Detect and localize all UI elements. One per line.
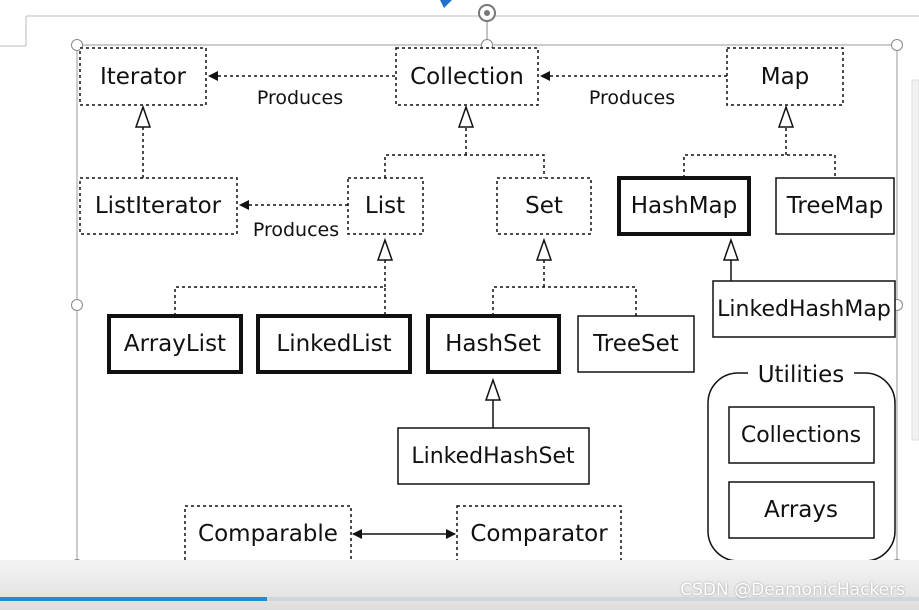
inherit-arrowhead-icon bbox=[376, 237, 394, 261]
node-label: List bbox=[365, 193, 405, 219]
cursor-shard-icon bbox=[440, 0, 452, 8]
node-linked-list: LinkedList bbox=[256, 314, 412, 374]
node-label: Collection bbox=[410, 64, 524, 90]
connectors bbox=[134, 71, 836, 539]
node-label: Set bbox=[525, 193, 563, 219]
resize-handle-top-left[interactable] bbox=[71, 39, 83, 51]
node-label: ArrayList bbox=[124, 331, 226, 357]
edge-list-set-extend-collection bbox=[384, 154, 545, 178]
inherit-arrowhead-icon bbox=[134, 104, 152, 128]
node-label: Map bbox=[761, 64, 810, 90]
node-list: List bbox=[347, 177, 424, 235]
node-map: Map bbox=[726, 47, 844, 106]
node-linked-hash-map: LinkedHashMap bbox=[712, 280, 896, 338]
node-linked-hash-set: LinkedHashSet bbox=[397, 427, 590, 485]
watermark: CSDN @DeamonicHackers bbox=[680, 580, 905, 600]
node-label: Comparator bbox=[470, 521, 608, 547]
inherit-arrowhead-icon bbox=[457, 104, 475, 128]
node-set: Set bbox=[496, 177, 592, 235]
node-label: Iterator bbox=[100, 64, 187, 90]
resize-handle-left[interactable] bbox=[71, 299, 83, 311]
node-label: Arrays bbox=[764, 497, 838, 523]
node-comparable: Comparable bbox=[184, 505, 352, 563]
node-tree-set: TreeSet bbox=[577, 315, 695, 373]
resize-handle-top-right[interactable] bbox=[891, 39, 903, 51]
node-label: LinkedList bbox=[276, 331, 391, 357]
node-iterator: Iterator bbox=[79, 47, 207, 106]
node-label: LinkedHashSet bbox=[411, 444, 575, 469]
node-arrays: Arrays bbox=[728, 481, 875, 539]
node-label: HashSet bbox=[445, 331, 541, 357]
inherit-arrowhead-icon bbox=[484, 377, 502, 401]
node-label: ListIterator bbox=[95, 193, 222, 219]
node-tree-map: TreeMap bbox=[775, 177, 895, 235]
progress-bar[interactable] bbox=[0, 597, 919, 601]
node-label: LinkedHashMap bbox=[717, 297, 891, 322]
utilities-title: Utilities bbox=[758, 362, 845, 388]
video-bottom-band bbox=[0, 560, 919, 610]
node-comparator: Comparator bbox=[456, 505, 622, 563]
node-label: Collections bbox=[741, 423, 861, 448]
produces-label: Produces bbox=[589, 87, 675, 109]
node-label: TreeSet bbox=[592, 331, 679, 357]
node-hash-map: HashMap bbox=[617, 176, 751, 236]
inherit-arrowhead-icon bbox=[777, 104, 795, 128]
produces-label: Produces bbox=[253, 219, 339, 241]
produces-label: Produces bbox=[257, 87, 343, 109]
inherit-arrowhead-icon bbox=[722, 237, 740, 261]
inherit-arrowhead-icon bbox=[535, 237, 553, 261]
node-label: TreeMap bbox=[786, 193, 883, 219]
edge-sets-implement-set bbox=[492, 286, 637, 316]
node-hash-set: HashSet bbox=[426, 314, 561, 374]
interface-nodes: Iterator Collection Map ListIterator Lis… bbox=[79, 47, 844, 563]
progress-fill bbox=[0, 597, 267, 601]
class-nodes: HashMap TreeMap LinkedHashMap ArrayList … bbox=[107, 176, 896, 485]
node-collection: Collection bbox=[395, 47, 539, 106]
edge-labels: Produces Produces Produces bbox=[253, 87, 675, 241]
editor-chrome bbox=[0, 0, 919, 441]
utilities-group: Utilities Collections Arrays bbox=[707, 361, 896, 562]
node-label: Comparable bbox=[198, 521, 338, 547]
node-collections: Collections bbox=[728, 406, 875, 464]
node-label: HashMap bbox=[631, 193, 738, 219]
edge-maps-implement-map bbox=[683, 154, 836, 178]
edge-lists-implement-list bbox=[174, 286, 386, 316]
node-list-iterator: ListIterator bbox=[79, 177, 238, 235]
node-array-list: ArrayList bbox=[107, 314, 243, 374]
